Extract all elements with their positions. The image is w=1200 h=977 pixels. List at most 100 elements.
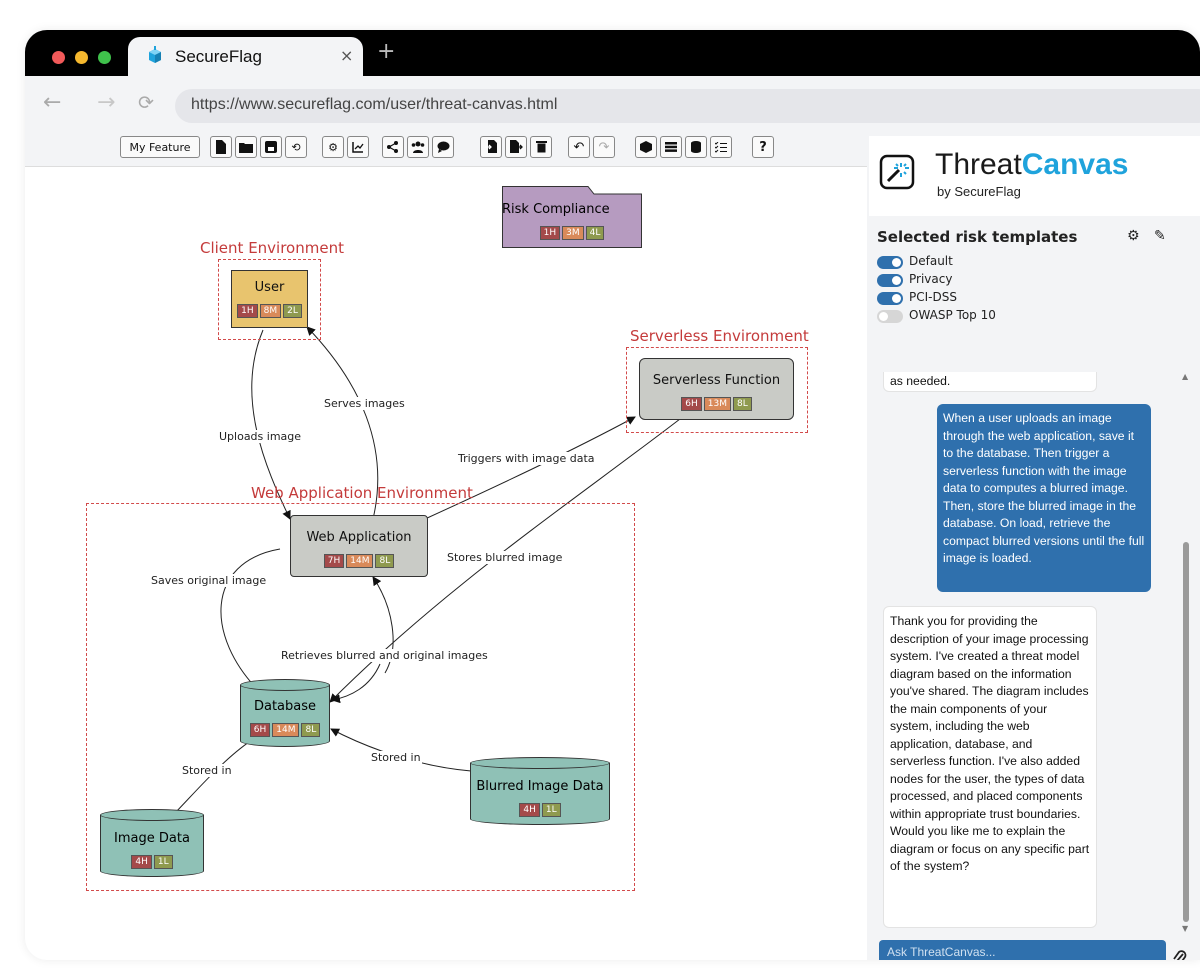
folder-shape bbox=[502, 186, 642, 248]
export-icon[interactable] bbox=[505, 136, 527, 158]
scroll-down-icon[interactable]: ▼ bbox=[1182, 924, 1189, 933]
edge-label-stored-in-left: Stored in bbox=[181, 764, 233, 777]
toggle-knob bbox=[892, 294, 901, 303]
comment-icon[interactable] bbox=[432, 136, 454, 158]
close-window-dot[interactable] bbox=[52, 51, 65, 64]
edge-label-saves-original: Saves original image bbox=[150, 574, 268, 587]
chart-icon[interactable] bbox=[347, 136, 369, 158]
serverless-environment-label: Serverless Environment bbox=[630, 327, 809, 345]
high-risk-badge: 4H bbox=[519, 803, 540, 817]
scroll-thumb[interactable] bbox=[1183, 542, 1189, 922]
medium-risk-badge: 14M bbox=[346, 554, 374, 568]
toggle-switch[interactable] bbox=[877, 310, 903, 323]
maximize-window-dot[interactable] bbox=[98, 51, 111, 64]
list-icon[interactable] bbox=[660, 136, 682, 158]
chat-message-user: When a user uploads an image through the… bbox=[937, 404, 1151, 592]
client-environment-label: Client Environment bbox=[200, 239, 344, 257]
cylinder-body bbox=[100, 815, 204, 871]
save-icon[interactable] bbox=[260, 136, 282, 158]
edge-retrieves-b bbox=[331, 663, 381, 704]
high-risk-badge: 1H bbox=[237, 304, 258, 318]
gears-icon[interactable]: ⚙ bbox=[1127, 228, 1140, 244]
template-label: Default bbox=[909, 254, 953, 268]
high-risk-badge: 6H bbox=[249, 723, 271, 737]
high-risk-badge: 4H bbox=[131, 855, 152, 869]
edge-label-uploads-image: Uploads image bbox=[218, 430, 303, 443]
checklist-icon[interactable] bbox=[710, 136, 732, 158]
undo-icon[interactable]: ↶ bbox=[568, 136, 590, 158]
url-text: https://www.secureflag.com/user/threat-c… bbox=[191, 96, 558, 113]
new-tab-icon[interactable]: + bbox=[377, 39, 396, 64]
toggle-switch[interactable] bbox=[877, 256, 903, 269]
toggle-switch[interactable] bbox=[877, 292, 903, 305]
chat-scrollbar[interactable]: ▲ ▼ bbox=[1181, 372, 1191, 934]
users-icon[interactable] bbox=[407, 136, 429, 158]
database-icon[interactable] bbox=[685, 136, 707, 158]
trash-icon[interactable] bbox=[530, 136, 552, 158]
chat-input-box[interactable] bbox=[879, 940, 1166, 960]
threatcanvas-panel: ThreatCanvas by SecureFlag Selected risk… bbox=[869, 136, 1200, 960]
edge-label-retrieves: Retrieves blurred and original images bbox=[280, 649, 489, 662]
risk-templates-actions: ⚙ ✎ bbox=[1127, 228, 1166, 244]
cube-icon[interactable] bbox=[635, 136, 657, 158]
toggle-switch[interactable] bbox=[877, 274, 903, 287]
diagram-canvas[interactable]: Client Environment Serverless Environmen… bbox=[25, 166, 867, 960]
redo-icon[interactable]: ↷ bbox=[593, 136, 615, 158]
image-data-label: Image Data bbox=[114, 831, 190, 846]
tab-title: SecureFlag bbox=[175, 47, 262, 66]
new-file-icon[interactable] bbox=[210, 136, 232, 158]
toggle-knob bbox=[892, 276, 901, 285]
logo-byline: by SecureFlag bbox=[937, 184, 1021, 199]
risk-compliance-label: Risk Compliance bbox=[502, 202, 610, 217]
help-button[interactable]: ? bbox=[752, 136, 774, 158]
low-risk-badge: 8L bbox=[732, 397, 752, 411]
edge-retrieves-a bbox=[372, 576, 394, 674]
paperclip-icon[interactable] bbox=[1173, 950, 1187, 960]
reload-icon[interactable]: ⟳ bbox=[138, 92, 154, 114]
database-label: Database bbox=[253, 699, 317, 714]
toggle-knob bbox=[879, 312, 888, 321]
high-risk-badge: 1H bbox=[539, 226, 561, 240]
back-arrow-icon[interactable]: ← bbox=[43, 90, 62, 115]
forward-arrow-icon[interactable]: → bbox=[97, 90, 116, 115]
client-environment-boundary[interactable] bbox=[218, 259, 321, 340]
history-icon[interactable]: ⟲ bbox=[285, 136, 307, 158]
edge-label-serves-images: Serves images bbox=[323, 397, 406, 410]
web-application-environment-boundary[interactable] bbox=[86, 503, 635, 891]
share-icon[interactable] bbox=[382, 136, 404, 158]
cylinder-body bbox=[470, 763, 610, 819]
address-bar[interactable]: https://www.secureflag.com/user/threat-c… bbox=[175, 89, 1200, 123]
web-application-label: Web Application bbox=[306, 530, 412, 545]
browser-tab[interactable]: SecureFlag × bbox=[128, 37, 363, 76]
chat-message-bot: Thank you for providing the description … bbox=[883, 606, 1097, 928]
scroll-up-icon[interactable]: ▲ bbox=[1182, 372, 1189, 381]
medium-risk-badge: 3M bbox=[562, 226, 584, 240]
feature-name-button[interactable]: My Feature bbox=[120, 136, 200, 158]
tab-close-icon[interactable]: × bbox=[340, 46, 354, 65]
magic-wand-icon[interactable]: ✎ bbox=[1154, 228, 1166, 244]
template-label: OWASP Top 10 bbox=[909, 308, 996, 322]
logo-wordmark-bold: Canvas bbox=[1021, 148, 1129, 181]
chat-input[interactable] bbox=[879, 940, 1166, 960]
serverless-environment-boundary[interactable] bbox=[626, 347, 808, 433]
tab-bar: SecureFlag × + bbox=[25, 30, 1200, 76]
chat-history[interactable]: as needed. When a user uploads an image … bbox=[877, 372, 1185, 934]
settings-gears-icon[interactable]: ⚙ bbox=[322, 136, 344, 158]
template-label: PCI-DSS bbox=[909, 290, 957, 304]
edge-triggers bbox=[424, 416, 636, 520]
minimize-window-dot[interactable] bbox=[75, 51, 88, 64]
edge-label-triggers: Triggers with image data bbox=[457, 452, 596, 465]
serverless-function-label: Serverless Function bbox=[652, 373, 781, 388]
import-icon[interactable] bbox=[480, 136, 502, 158]
open-folder-icon[interactable] bbox=[235, 136, 257, 158]
